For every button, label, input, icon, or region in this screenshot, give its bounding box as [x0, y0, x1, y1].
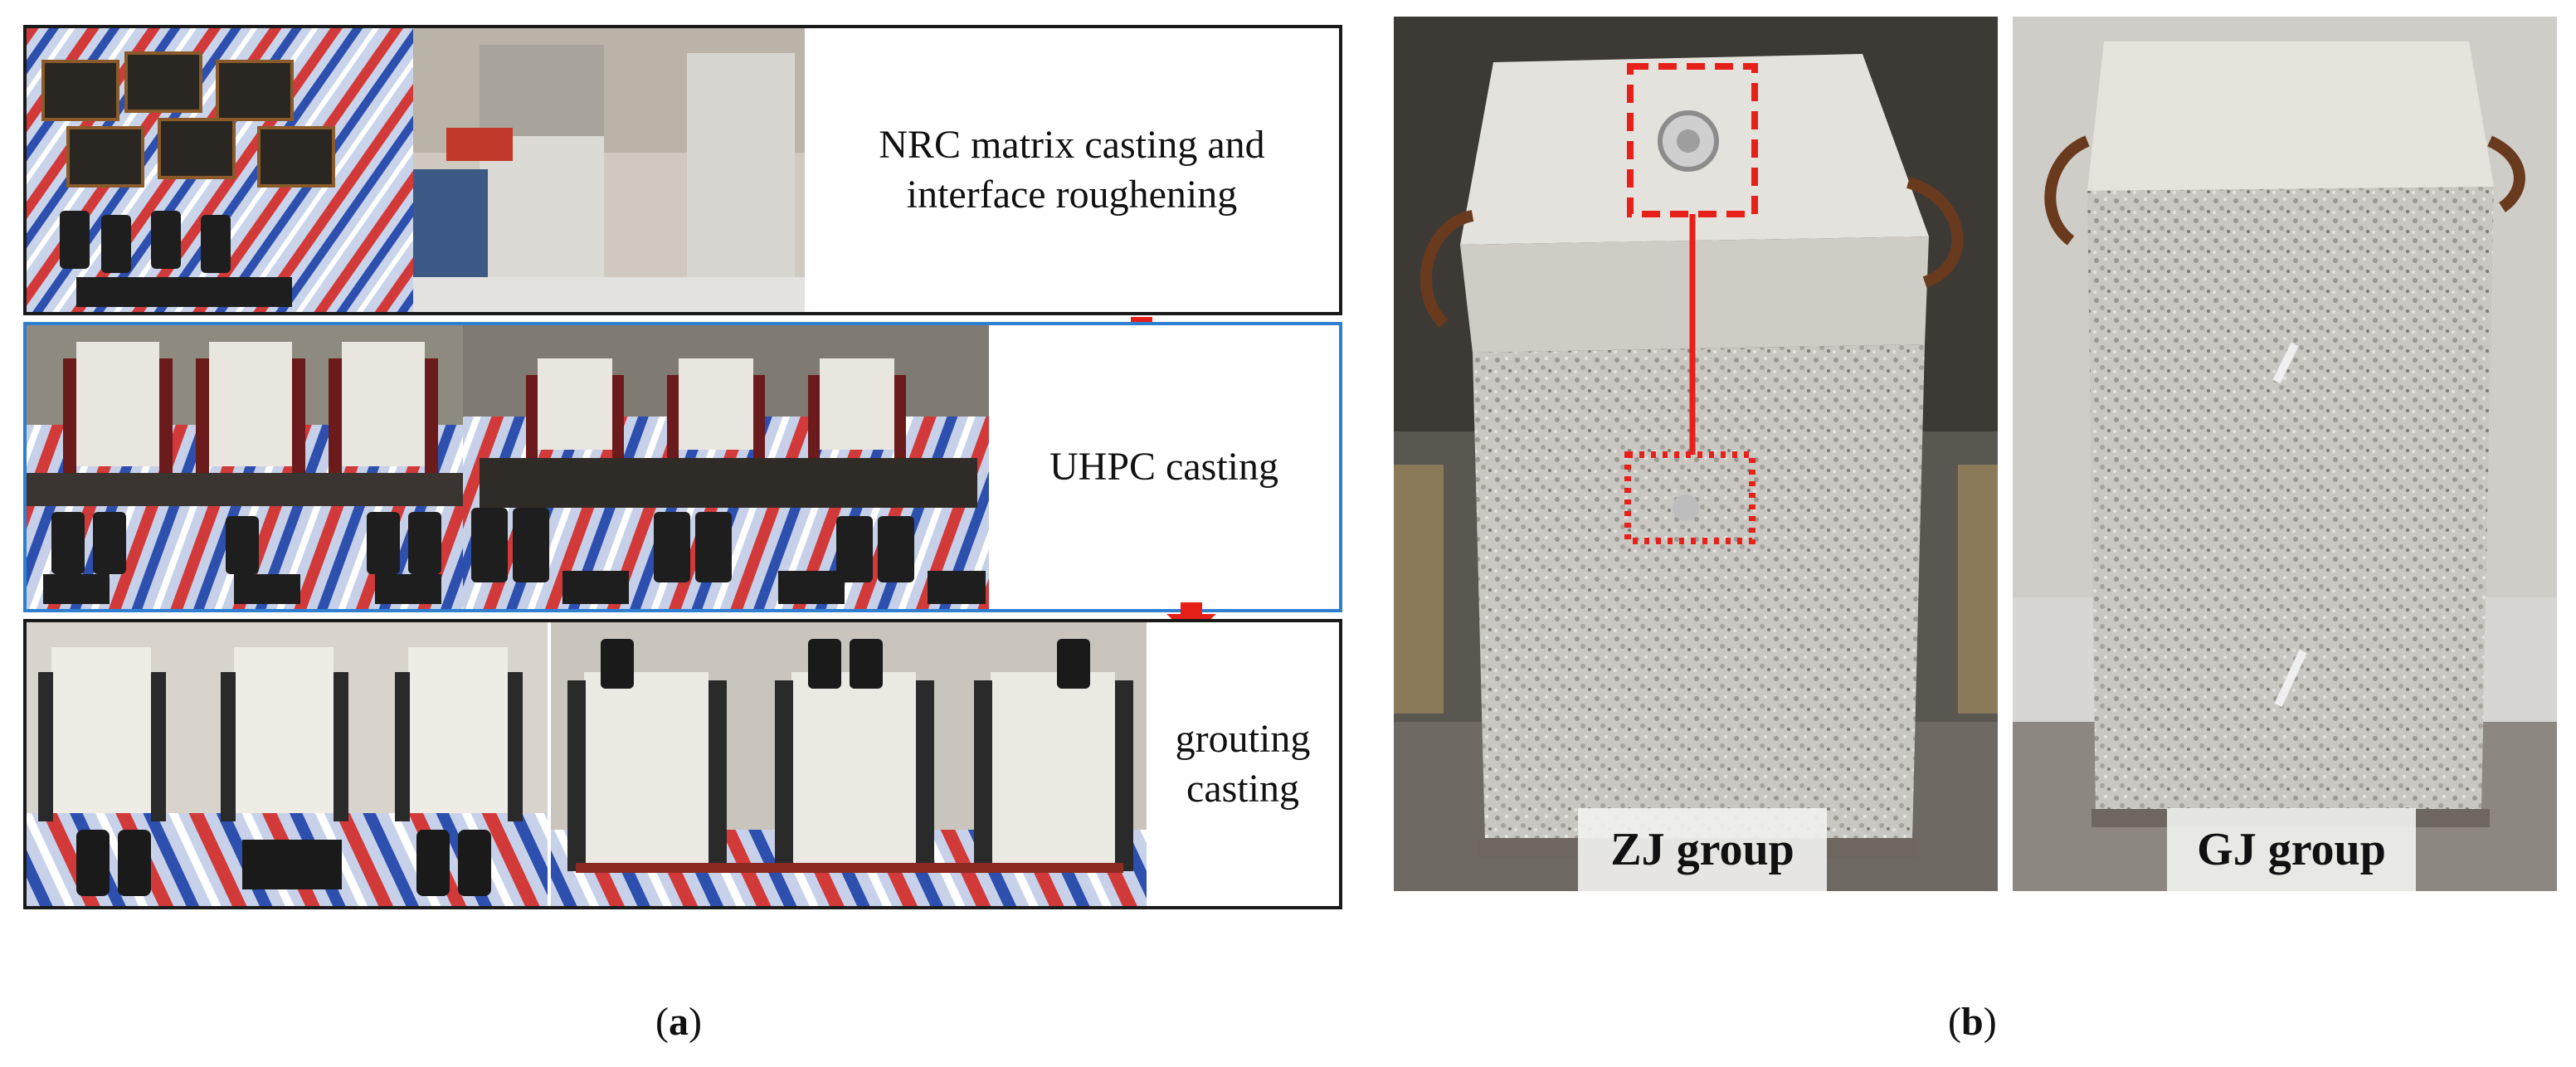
step-3-caption-text: grouting casting — [1175, 717, 1311, 811]
zj-group-tag: ZJ group — [1578, 808, 1827, 891]
step-1-photo-molds — [27, 28, 413, 312]
step-3-caption: grouting casting — [1147, 622, 1339, 906]
panel-a-label: (a) — [655, 1000, 702, 1044]
panel-b-label: (b) — [1948, 1000, 1997, 1044]
step-1-photo-roughening — [413, 28, 805, 312]
step-2-photo-molds-right — [463, 325, 989, 609]
step-3-photo-molds-right — [551, 622, 1147, 906]
step-1-caption: NRC matrix casting and interface roughen… — [805, 28, 1339, 312]
gj-group-tag: GJ group — [2167, 808, 2416, 891]
step-3-photo-molds-left — [27, 622, 548, 906]
gj-specimen-photo — [2013, 17, 2557, 891]
step-1-caption-text: NRC matrix casting and interface roughen… — [879, 123, 1265, 217]
step-2-caption: UHPC casting — [989, 325, 1339, 609]
zj-specimen-photo — [1394, 17, 1998, 891]
step-2-photo-molds-left — [27, 325, 463, 609]
step-2-caption-text: UHPC casting — [1049, 445, 1278, 489]
